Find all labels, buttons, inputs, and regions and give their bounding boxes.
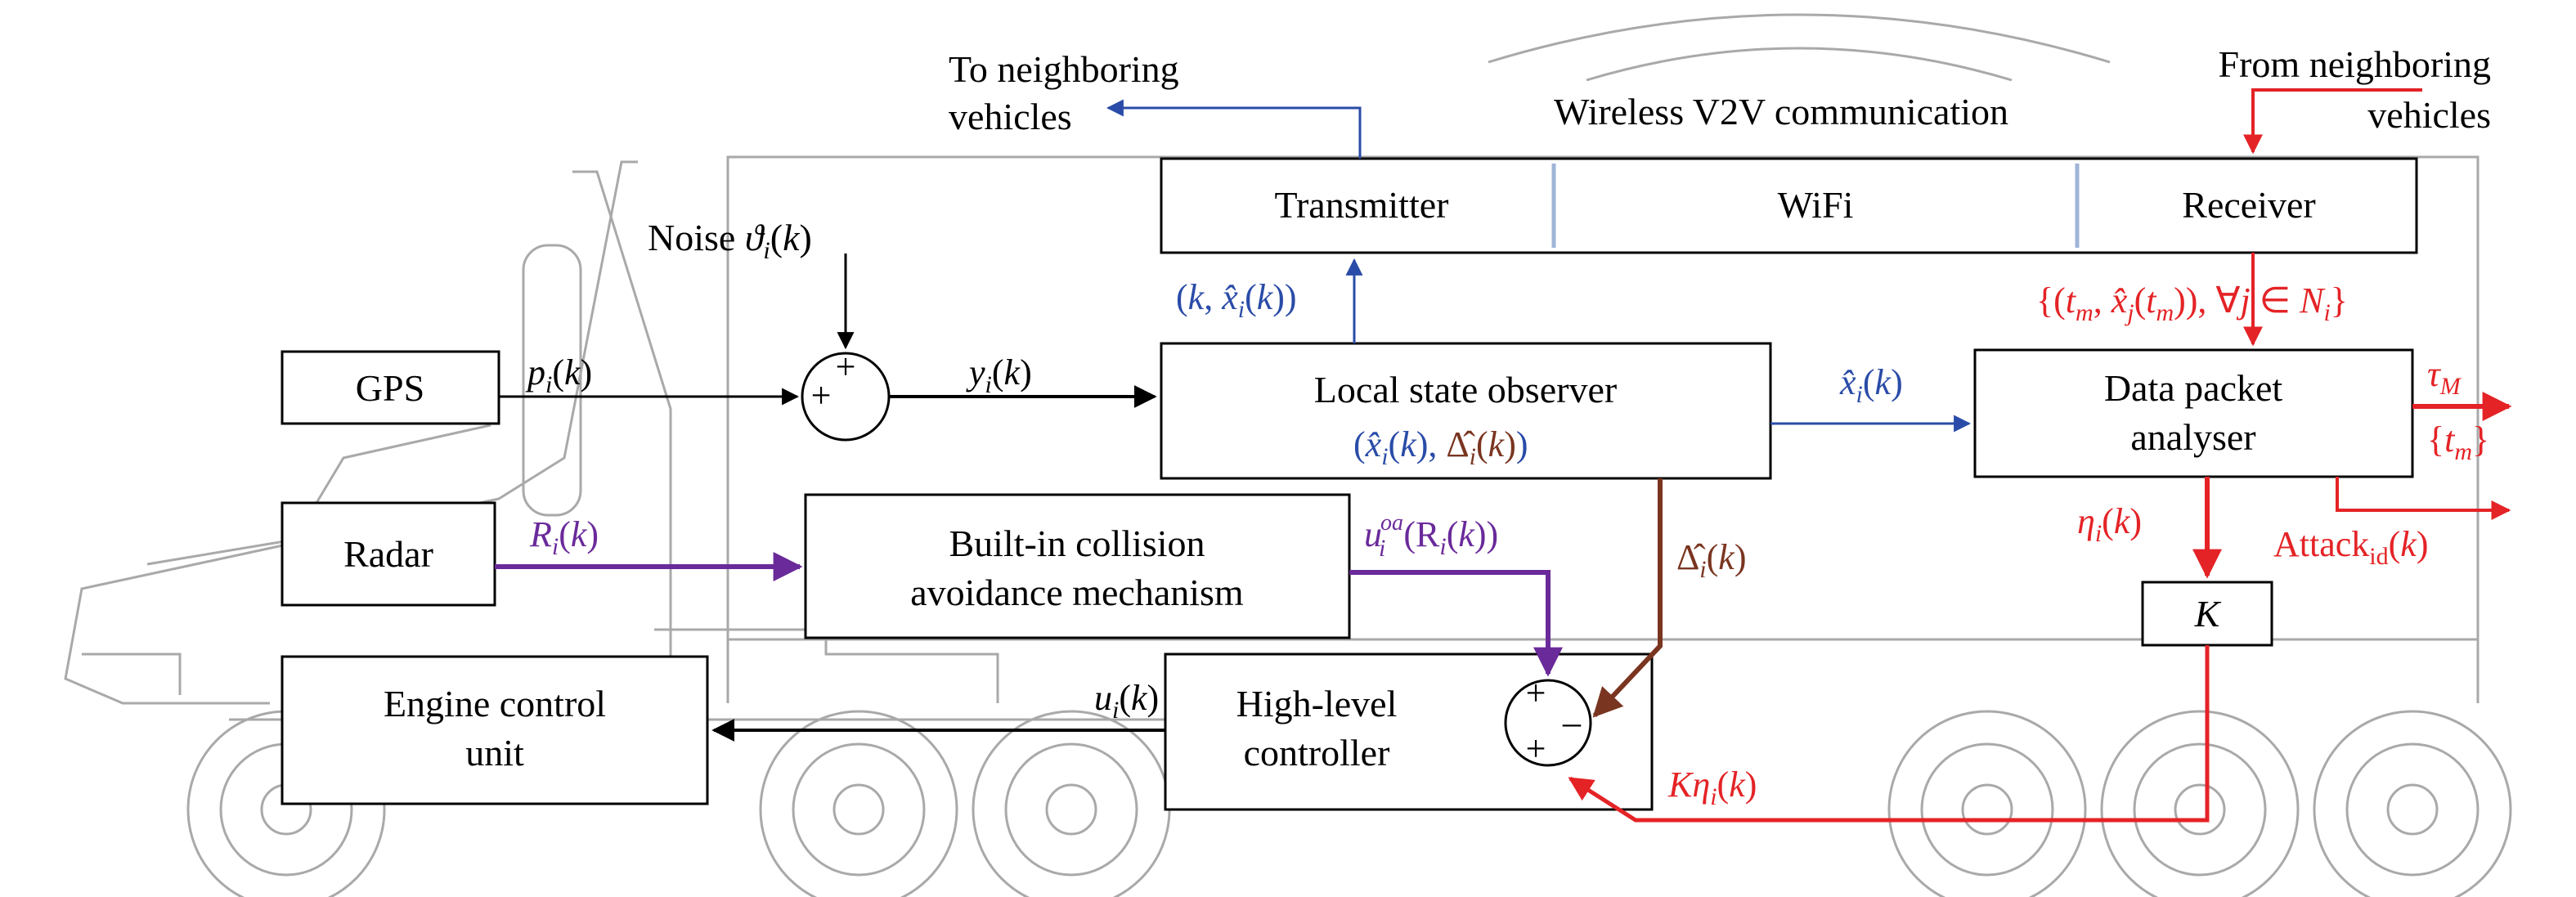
analyser-label-1: Data packet xyxy=(2104,367,2283,409)
k-label: K xyxy=(2194,593,2222,635)
wheel-trailer-3 xyxy=(2313,710,2512,897)
packet-set-label: {(tm, x̂j(tm)), ∀j ∈ Ni} xyxy=(2036,280,2348,326)
k-block: K xyxy=(2141,581,2273,647)
x-pair-label: (k, x̂i(k)) xyxy=(1176,277,1297,323)
to-neighbors-label-2: vehicles xyxy=(949,96,1072,137)
sum-plus-bottom: + xyxy=(1526,729,1546,769)
controller-label-2: controller xyxy=(1244,732,1390,774)
noise-label: Noise ϑi(k) xyxy=(648,217,812,264)
analyser-label-2: analyser xyxy=(2130,416,2255,458)
wheel-trailer-2 xyxy=(2100,710,2300,897)
wifi-label: WiFi xyxy=(1778,184,1854,226)
controller-label-1: High-level xyxy=(1236,683,1398,724)
from-neighbors-label-1: From neighboring xyxy=(2219,43,2491,85)
collision-output-arrow xyxy=(1349,570,1563,677)
observer-label: Local state observer xyxy=(1314,369,1617,410)
observer-output-label: (x̂i(k), Δ̂i(k)) xyxy=(1353,424,1528,470)
receiver-label: Receiver xyxy=(2182,184,2315,226)
engine-label-1: Engine control xyxy=(384,683,606,724)
k-eta-label: Kηi(k) xyxy=(1667,765,1757,810)
sum-minus: – xyxy=(1562,702,1582,742)
tm-set-label: {tm} xyxy=(2427,419,2489,465)
attack-id-label: Attackid(k) xyxy=(2273,524,2428,570)
gps-block: GPS xyxy=(280,350,500,425)
wheel-trailer-1 xyxy=(1887,710,2087,897)
noise-sum-plus-top: + xyxy=(836,347,856,387)
analyser-block: Data packet analyser xyxy=(1973,348,2414,478)
sum-plus-top: + xyxy=(1526,673,1546,713)
r-signal-label: Ri(k) xyxy=(529,514,599,560)
from-neighbors-label-2: vehicles xyxy=(2367,94,2491,136)
noise-summing-junction: + + xyxy=(801,347,891,442)
tau-label: τM xyxy=(2427,354,2462,400)
radar-block: Radar xyxy=(280,501,496,607)
transmit-out-arrow xyxy=(1106,99,1362,159)
p-signal-label: pi(k) xyxy=(525,352,592,398)
gps-label: GPS xyxy=(356,367,424,409)
delta-hat-label: Δ̂i(k) xyxy=(1676,537,1746,583)
comm-block: Transmitter WiFi Receiver xyxy=(1160,157,2418,254)
transmitter-label: Transmitter xyxy=(1275,184,1449,226)
attack-output-arrow xyxy=(2336,477,2511,520)
controller-summing-junction xyxy=(1504,679,1592,767)
feedback-arrow xyxy=(1568,645,2210,823)
wheel-drive-2 xyxy=(972,710,1171,897)
wireless-label: Wireless V2V communication xyxy=(1554,91,2008,132)
y-signal-label: yi(k) xyxy=(966,352,1032,398)
u-signal-label: ui(k) xyxy=(1094,678,1159,724)
to-neighbors-label-1: To neighboring xyxy=(949,48,1179,90)
eta-label: ηi(k) xyxy=(2077,501,2142,547)
radar-label: Radar xyxy=(343,533,433,575)
collision-label-2: avoidance mechanism xyxy=(910,572,1244,613)
collision-label-1: Built-in collision xyxy=(949,523,1205,564)
observer-block: Local state observer xyxy=(1160,342,1772,480)
delta-hat-arrow xyxy=(1592,478,1663,718)
noise-sum-plus-left: + xyxy=(811,375,832,415)
collision-block: Built-in collision avoidance mechanism xyxy=(804,493,1351,639)
receive-in-arrow xyxy=(2243,88,2422,155)
wheel-drive-1 xyxy=(759,710,958,897)
engine-label-2: unit xyxy=(465,732,524,774)
x-hat-label: x̂i(k) xyxy=(1839,362,1903,408)
engine-block: Engine control unit xyxy=(280,655,709,805)
wireless-arcs xyxy=(1488,13,2111,82)
